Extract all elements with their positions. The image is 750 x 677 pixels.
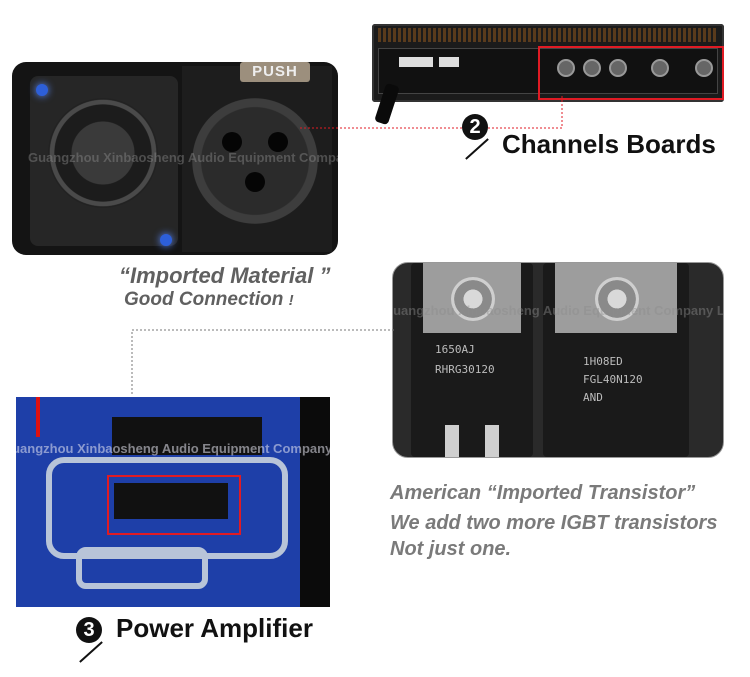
- transistor-closeup-photo: 1650AJ RHRG30120 1H08ED FGL40N120 AND Gu…: [392, 262, 724, 458]
- connector-closeup-photo: PUSH Guangzhou Xinbaosheng Audio Equipme…: [12, 62, 338, 255]
- red-wire: [36, 397, 40, 437]
- mounting-screw: [595, 277, 639, 321]
- transistor-right: 1H08ED FGL40N120 AND: [543, 263, 689, 457]
- speakon-port: [651, 59, 669, 77]
- callout-dotted-line: [300, 96, 563, 129]
- xlr-port: [557, 59, 575, 77]
- xlr-pin: [245, 172, 265, 192]
- watermark-text: Guangzhou Xinbaosheng Audio Equipment Co…: [28, 150, 338, 165]
- section-number-badge: 3: [76, 617, 102, 643]
- rear-label-plate: [399, 57, 433, 67]
- speakon-port: [695, 59, 713, 77]
- transistor-left: 1650AJ RHRG30120: [411, 263, 533, 457]
- section-number-badge: 2: [462, 114, 488, 140]
- good-connection-mark: !: [288, 292, 294, 309]
- watermark-text: Guangzhou Xinbaosheng Audio Equipment Co…: [16, 441, 330, 456]
- transistor-marking: 1650AJ: [435, 343, 475, 356]
- channels-boards-title: Channels Boards: [502, 129, 716, 159]
- rear-label-plate: [439, 57, 459, 67]
- badge-slash-mark: [465, 138, 489, 160]
- chassis-edge: [300, 397, 330, 607]
- transistor-highlight-box: [107, 475, 241, 535]
- callout-dotted-line: [131, 329, 394, 394]
- speakon-connector: [30, 76, 178, 246]
- good-connection-caption: Good Connection !: [124, 289, 294, 311]
- transistor-marking: FGL40N120: [583, 373, 643, 386]
- xlr-connector: PUSH: [182, 62, 332, 252]
- not-just-one-caption: Not just one.: [390, 538, 512, 560]
- heatsink-block: [112, 417, 262, 455]
- transistor-leg: [485, 425, 499, 457]
- badge-slash-mark: [79, 641, 103, 663]
- xlr-pin: [268, 132, 288, 152]
- xlr-socket-face: [192, 98, 318, 224]
- led-indicator: [160, 234, 172, 246]
- transistor-row: [114, 483, 228, 519]
- transistor-marking: RHRG30120: [435, 363, 495, 376]
- pcb-trace: [46, 457, 288, 559]
- imported-material-caption: “Imported Material ”: [119, 263, 331, 288]
- pcb-trace: [76, 547, 208, 589]
- xlr-port: [609, 59, 627, 77]
- watermark-text: Guangzhou Xinbaosheng Audio Equipment Co…: [393, 303, 723, 318]
- two-more-igbt-caption: We add two more IGBT transistors: [390, 512, 718, 534]
- rear-connector-panel: [378, 48, 718, 94]
- power-amplifier-pcb-photo: Guangzhou Xinbaosheng Audio Equipment Co…: [16, 397, 330, 607]
- channels-highlight-box: [538, 46, 724, 100]
- good-connection-text: Good Connection: [124, 289, 284, 310]
- transistor-leg: [445, 425, 459, 457]
- speakon-socket: [48, 98, 158, 208]
- xlr-port: [583, 59, 601, 77]
- transistor-marking: 1H08ED: [583, 355, 623, 368]
- mounting-screw: [451, 277, 495, 321]
- led-indicator: [36, 84, 48, 96]
- xlr-pin: [222, 132, 242, 152]
- american-transistor-caption: American “Imported Transistor”: [390, 482, 696, 504]
- transistor-marking: AND: [583, 391, 603, 404]
- amplifier-rear-panel-image: [372, 24, 724, 126]
- vent-grille: [378, 28, 718, 42]
- push-latch-label: PUSH: [240, 62, 310, 82]
- power-amplifier-title: Power Amplifier: [116, 613, 313, 643]
